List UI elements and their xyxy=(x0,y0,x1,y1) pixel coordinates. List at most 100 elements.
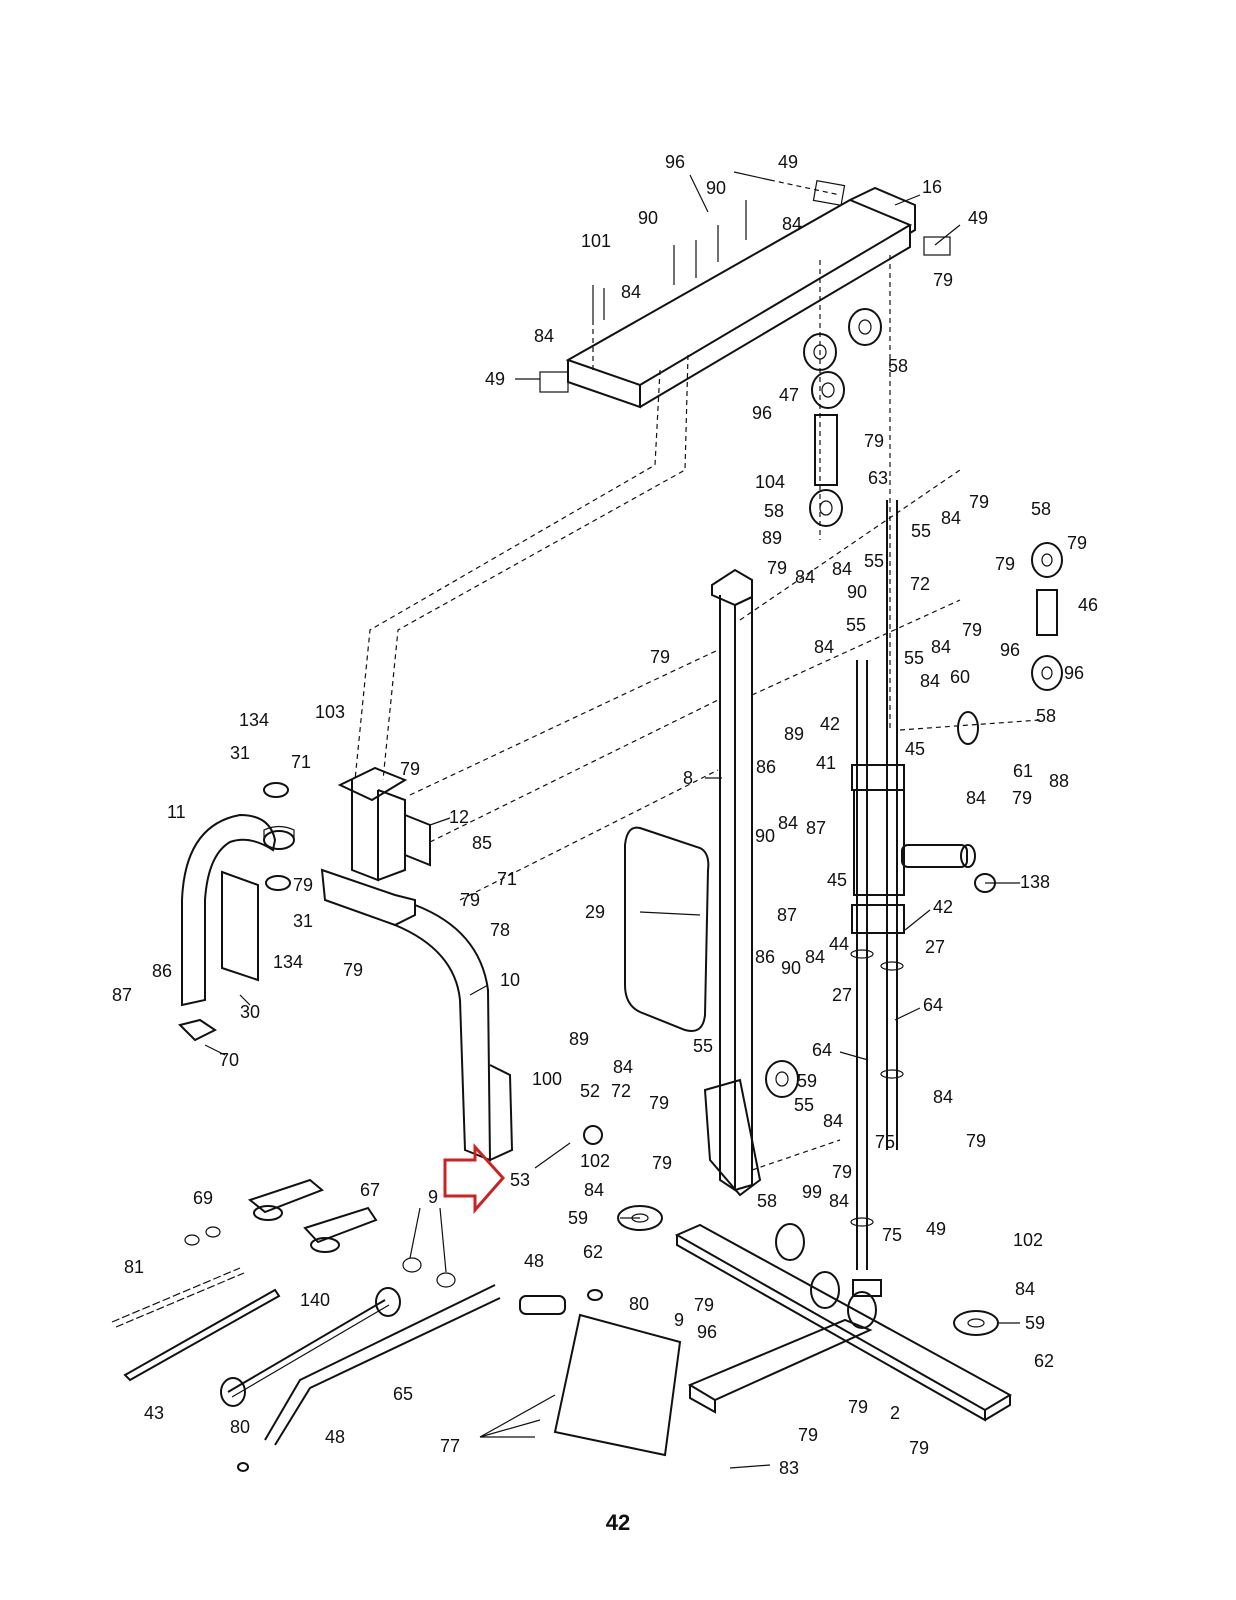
label-55: 55 xyxy=(911,521,931,541)
label-47: 47 xyxy=(779,385,799,405)
label-84: 84 xyxy=(832,559,852,579)
label-49: 49 xyxy=(968,208,988,228)
label-84: 84 xyxy=(534,326,554,346)
label-55: 55 xyxy=(693,1036,713,1056)
label-49: 49 xyxy=(926,1219,946,1239)
label-96: 96 xyxy=(1000,640,1020,660)
label-64: 64 xyxy=(812,1040,832,1060)
label-79: 79 xyxy=(343,960,363,980)
lower-pulleys-59 xyxy=(583,1060,999,1336)
label-79: 79 xyxy=(694,1295,714,1315)
label-8: 8 xyxy=(683,768,693,788)
label-90: 90 xyxy=(706,178,726,198)
top-crossbar-part-16 xyxy=(539,180,951,409)
callout-arrow xyxy=(443,1143,506,1214)
label-58: 58 xyxy=(757,1191,777,1211)
label-86: 86 xyxy=(756,757,776,777)
label-72: 72 xyxy=(611,1081,631,1101)
label-101: 101 xyxy=(581,231,611,251)
label-41: 41 xyxy=(816,753,836,773)
label-96: 96 xyxy=(665,152,685,172)
label-53: 53 xyxy=(510,1170,530,1190)
label-84: 84 xyxy=(966,788,986,808)
label-77: 77 xyxy=(440,1436,460,1456)
label-99: 99 xyxy=(802,1182,822,1202)
label-9: 9 xyxy=(428,1187,438,1207)
label-80: 80 xyxy=(629,1294,649,1314)
accessories xyxy=(111,1178,603,1472)
leader-lines xyxy=(204,194,1020,1469)
label-55: 55 xyxy=(794,1095,814,1115)
label-84: 84 xyxy=(613,1057,633,1077)
label-52: 52 xyxy=(580,1081,600,1101)
weight-carriage-part-41 xyxy=(851,764,996,934)
label-84: 84 xyxy=(933,1087,953,1107)
label-84: 84 xyxy=(782,214,802,234)
label-31: 31 xyxy=(293,911,313,931)
label-59: 59 xyxy=(568,1208,588,1228)
label-69: 69 xyxy=(193,1188,213,1208)
label-103: 103 xyxy=(315,702,345,722)
guide-rods-part-64 xyxy=(850,500,904,1270)
label-87: 87 xyxy=(112,985,132,1005)
label-29: 29 xyxy=(585,902,605,922)
label-58: 58 xyxy=(764,501,784,521)
label-30: 30 xyxy=(240,1002,260,1022)
label-79: 79 xyxy=(767,558,787,578)
label-67: 67 xyxy=(360,1180,380,1200)
label-44: 44 xyxy=(829,934,849,954)
label-79: 79 xyxy=(650,647,670,667)
label-64: 64 xyxy=(923,995,943,1015)
label-2: 2 xyxy=(890,1403,900,1423)
label-62: 62 xyxy=(1034,1351,1054,1371)
label-43: 43 xyxy=(144,1403,164,1423)
foot-plate-part-9 xyxy=(553,1313,682,1457)
label-84: 84 xyxy=(829,1191,849,1211)
label-27: 27 xyxy=(925,937,945,957)
label-75: 75 xyxy=(875,1132,895,1152)
label-134: 134 xyxy=(239,710,269,730)
label-79: 79 xyxy=(460,890,480,910)
label-87: 87 xyxy=(806,818,826,838)
label-49: 49 xyxy=(778,152,798,172)
label-134: 134 xyxy=(273,952,303,972)
label-79: 79 xyxy=(400,759,420,779)
label-11: 11 xyxy=(167,802,186,822)
base-frame-part-2 xyxy=(674,1223,1013,1422)
side-pulley-bracket-46 xyxy=(957,542,1063,745)
label-79: 79 xyxy=(649,1093,669,1113)
label-83: 83 xyxy=(779,1458,799,1478)
label-79: 79 xyxy=(909,1438,929,1458)
label-12: 12 xyxy=(449,807,469,827)
label-140: 140 xyxy=(300,1290,330,1310)
label-81: 81 xyxy=(124,1257,144,1277)
label-48: 48 xyxy=(524,1251,544,1271)
label-79: 79 xyxy=(1067,533,1087,553)
label-96: 96 xyxy=(752,403,772,423)
label-49: 49 xyxy=(485,369,505,389)
label-79: 79 xyxy=(933,270,953,290)
label-84: 84 xyxy=(778,813,798,833)
label-90: 90 xyxy=(638,208,658,228)
label-84: 84 xyxy=(941,508,961,528)
label-138: 138 xyxy=(1020,872,1050,892)
label-86: 86 xyxy=(152,961,172,981)
label-78: 78 xyxy=(490,920,510,940)
arm-part-11 xyxy=(178,782,295,1042)
label-96: 96 xyxy=(1064,663,1084,683)
label-84: 84 xyxy=(584,1180,604,1200)
cable-path-dashes xyxy=(354,354,1041,1171)
label-84: 84 xyxy=(805,947,825,967)
label-31: 31 xyxy=(230,743,250,763)
label-102: 102 xyxy=(580,1151,610,1171)
label-71: 71 xyxy=(497,869,517,889)
label-45: 45 xyxy=(905,739,925,759)
label-16: 16 xyxy=(922,177,942,197)
label-104: 104 xyxy=(755,472,785,492)
label-90: 90 xyxy=(781,958,801,978)
label-42: 42 xyxy=(820,714,840,734)
label-80: 80 xyxy=(230,1417,250,1437)
page-number: 42 xyxy=(605,1510,631,1535)
label-79: 79 xyxy=(798,1425,818,1445)
label-79: 79 xyxy=(832,1162,852,1182)
